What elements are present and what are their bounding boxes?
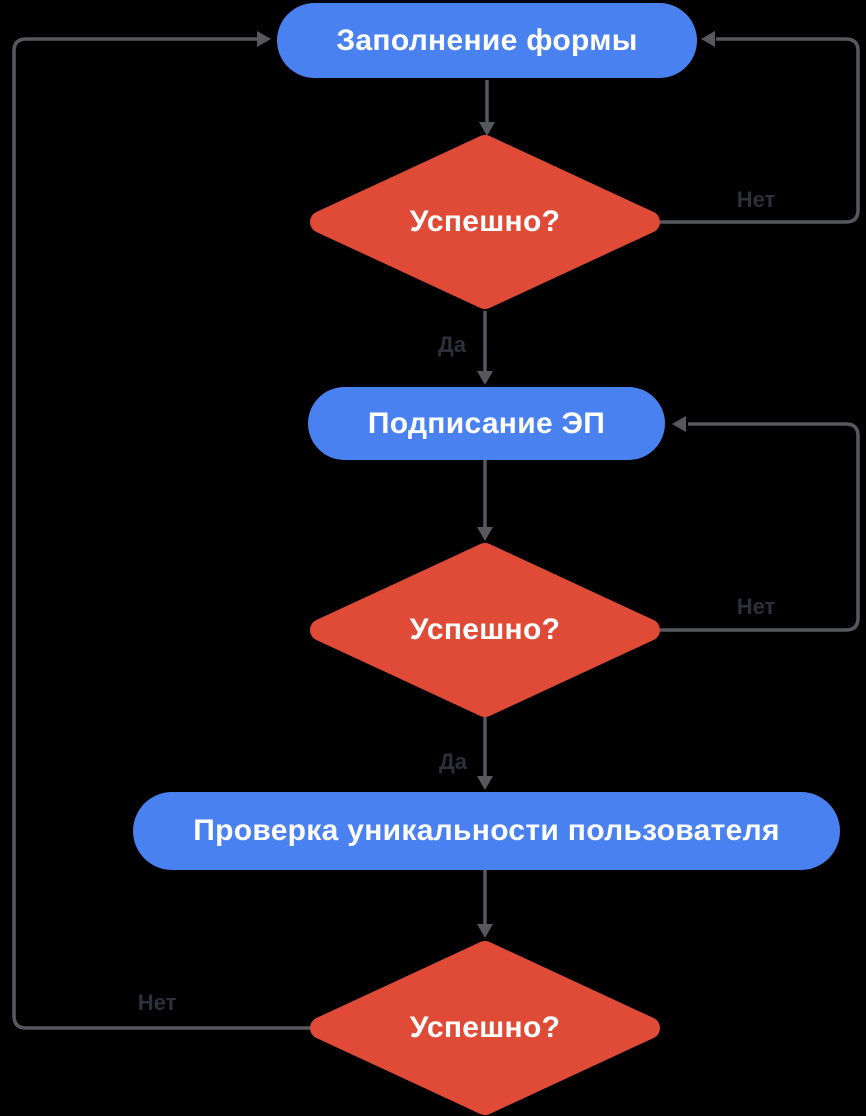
edge-label-yes-1: Да (438, 332, 466, 357)
diamond-shape-icon (310, 135, 660, 309)
decision-node-check-1: Успешно? (310, 135, 660, 309)
arrowhead-right-form-icon (257, 31, 271, 47)
process-node-sign-ep: Подписание ЭП (308, 387, 665, 460)
node-label: Подписание ЭП (367, 406, 606, 440)
diamond-shape-icon (310, 543, 660, 717)
edge-check2-no-loop (660, 422, 860, 632)
edge-label-no-3: Нет (137, 990, 177, 1015)
decision-node-check-2: Успешно? (310, 543, 660, 717)
edge-label-no-2: Нет (736, 594, 776, 619)
node-label: Успешно? (409, 205, 561, 238)
edge-check1-no-loop (660, 37, 860, 224)
arrowhead-down-check3-icon (477, 924, 493, 938)
node-label: Успешно? (409, 1011, 561, 1044)
edge-check3-no-loop (12, 37, 310, 1030)
edge-label-no-1: Нет (736, 187, 776, 212)
arrowhead-down-check1-icon (479, 122, 495, 136)
arrowhead-down-sign-icon (477, 371, 493, 385)
arrowhead-down-unique-icon (477, 776, 493, 790)
process-node-fill-form: Заполнение формы (277, 3, 697, 78)
node-label: Успешно? (409, 613, 561, 646)
arrowhead-down-check2-icon (477, 527, 493, 541)
node-label: Проверка уникальности пользователя (193, 814, 780, 847)
decision-node-check-3: Успешно? (310, 941, 660, 1115)
process-node-uniqueness: Проверка уникальности пользователя (133, 792, 840, 870)
arrowhead-left-sign-icon (672, 416, 686, 432)
arrowhead-left-form-icon (701, 31, 715, 47)
edge-label-yes-2: Да (439, 749, 467, 774)
diamond-shape-icon (310, 941, 660, 1115)
node-label: Заполнение формы (336, 23, 638, 57)
